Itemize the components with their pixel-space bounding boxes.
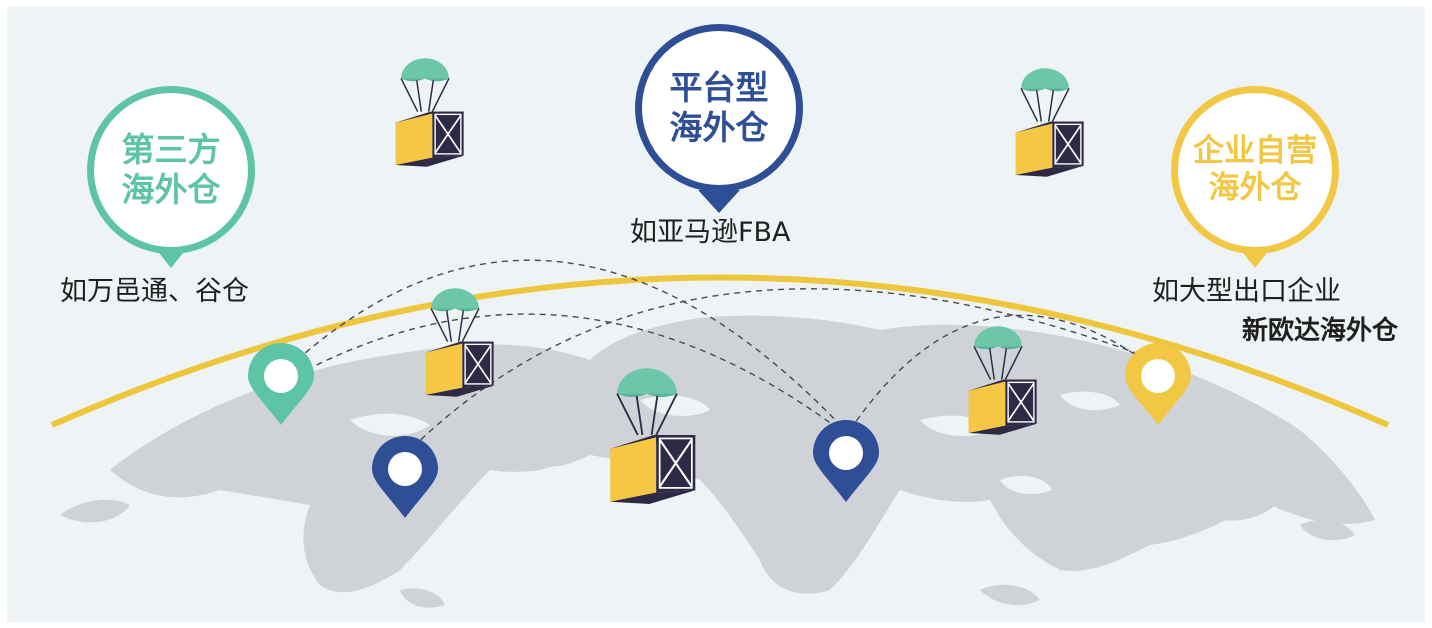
example-third-party: 如万邑通、谷仓 (60, 276, 249, 307)
bubble-tail-platform (698, 190, 740, 213)
bubble-title-line1: 第三方 (121, 130, 221, 170)
bubble-title-line1: 平台型 (669, 68, 769, 108)
bubble-title-line1: 企业自营 (1193, 132, 1317, 169)
bubble-title-line2: 海外仓 (669, 108, 769, 147)
example-platform: 如亚马逊FBA (630, 217, 791, 248)
route-lines (296, 259, 1156, 456)
example-enterprise-line1: 如大型出口企业 (1152, 276, 1341, 307)
map-pin-icon (813, 420, 879, 502)
parachute-box-icon (424, 287, 495, 398)
map-pin-icon (372, 436, 438, 518)
bubble-title-line2: 海外仓 (121, 170, 221, 209)
bubble-title-line2: 海外仓 (1208, 170, 1302, 206)
horizon-arc (50, 274, 1390, 428)
example-enterprise-line2: 新欧达海外仓 (1242, 316, 1399, 346)
bubble-enterprise: 企业自营 海外仓 (1171, 86, 1339, 254)
parachute-box-icon (1014, 67, 1085, 178)
parachute-box-icon (394, 57, 465, 168)
map-pin-icon (248, 343, 314, 425)
bubble-third-party: 第三方 海外仓 (87, 86, 255, 254)
map-pin-icon (1125, 343, 1191, 425)
bubble-platform: 平台型 海外仓 (635, 24, 803, 192)
